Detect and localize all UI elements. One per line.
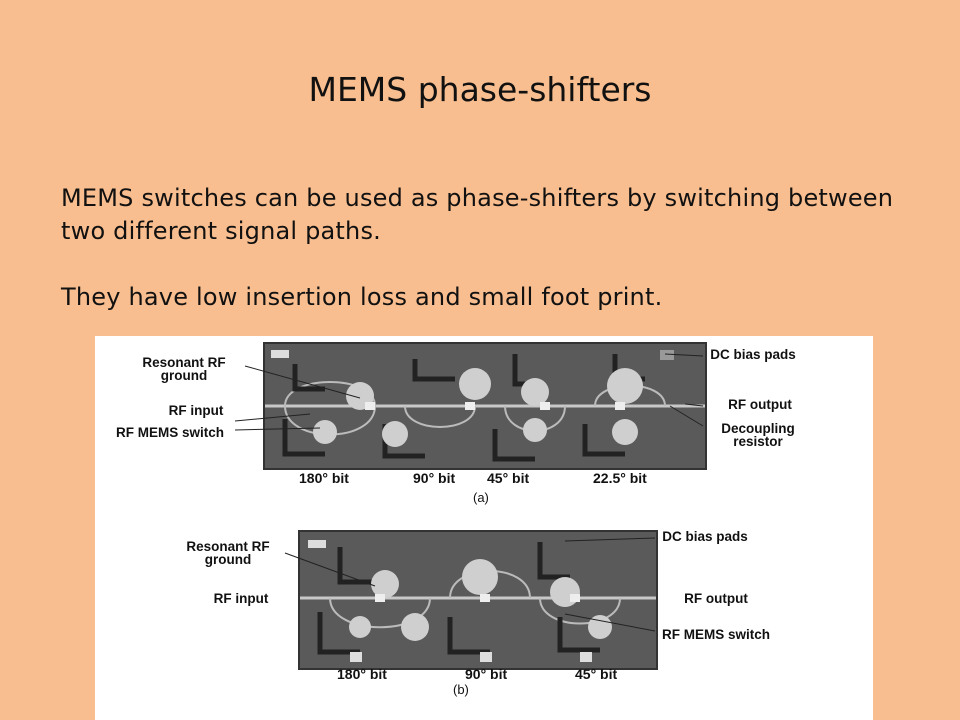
leader-lines [234, 353, 704, 632]
label-resonant-rf-ground-b: Resonant RF ground [186, 539, 270, 567]
label-resonant-rf-ground-a: Resonant RF ground [142, 355, 226, 383]
caption-a: (a) [473, 490, 489, 505]
radial-stub [349, 616, 371, 638]
radial-stub [612, 419, 638, 445]
label-decoupling-resistor-a: Decoupling resistor [721, 421, 795, 449]
chip-photo-b [298, 530, 658, 670]
bit-label-b-180: 180° bit [337, 666, 387, 682]
label-rf-input-b: RF input [213, 591, 269, 606]
label-rf-mems-switch-a: RF MEMS switch [115, 425, 224, 440]
bit-label-a-90: 90° bit [413, 470, 456, 486]
bit-label-b-45: 45° bit [575, 666, 618, 682]
chip-circuit-a [265, 350, 705, 462]
radial-stub [459, 368, 491, 400]
paragraph-mems-switches: MEMS switches can be used as phase-shift… [61, 184, 894, 245]
label-rf-output-a: RF output [728, 397, 792, 412]
bit-label-a-22-5: 22.5° bit [593, 470, 647, 486]
slide-title: MEMS phase-shifters [308, 70, 652, 109]
bit-label-a-180: 180° bit [299, 470, 349, 486]
label-dc-bias-pads-b: DC bias pads [662, 529, 748, 544]
bit-label-b-90: 90° bit [465, 666, 508, 682]
paragraph-low-insertion-loss: They have low insertion loss and small f… [61, 283, 663, 311]
label-rf-output-b: RF output [684, 591, 748, 606]
radial-stub [607, 368, 643, 404]
label-rf-mems-switch-b: RF MEMS switch [661, 627, 770, 642]
radial-stub [462, 559, 498, 595]
bit-label-a-45: 45° bit [487, 470, 530, 486]
label-dc-bias-pads-a: DC bias pads [710, 347, 796, 362]
caption-b: (b) [453, 682, 469, 697]
radial-stub [401, 613, 429, 641]
radial-stub [523, 418, 547, 442]
radial-stub [521, 378, 549, 406]
radial-stub [371, 570, 399, 598]
mems-phase-shifter-figure: Resonant RF ground RF input RF MEMS swit… [95, 336, 873, 720]
radial-stub [313, 420, 337, 444]
chip-circuit-b [300, 540, 656, 662]
label-rf-input-a: RF input [168, 403, 224, 418]
radial-stub [382, 421, 408, 447]
chip-photo-a [263, 342, 707, 470]
radial-stub [588, 615, 612, 639]
